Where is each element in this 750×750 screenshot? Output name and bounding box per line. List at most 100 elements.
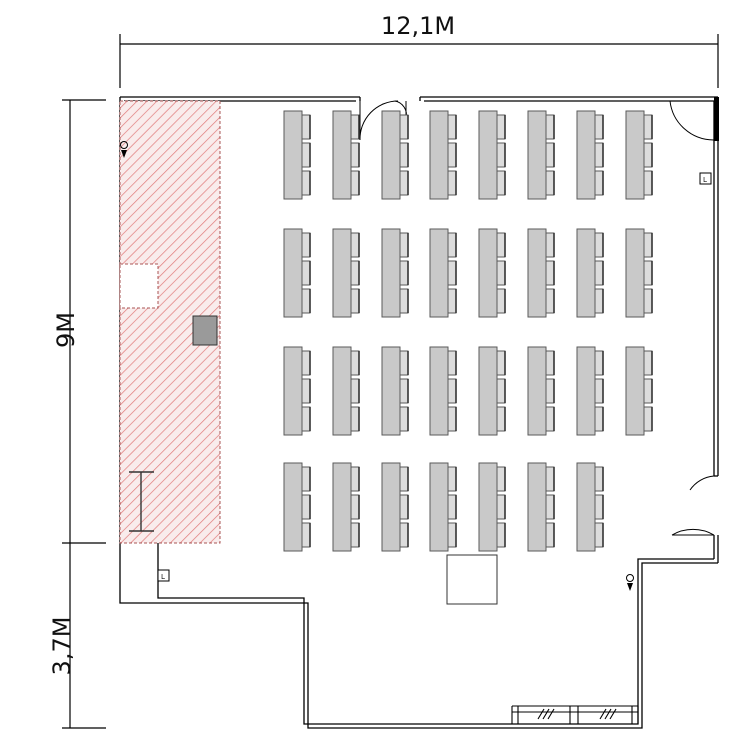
width-dimension-label: 12,1M [380,12,456,40]
desk-block [429,228,457,318]
chair [350,288,360,314]
chair [350,114,360,140]
chair [350,406,360,432]
chair [301,494,311,520]
desk-block [429,346,457,436]
desk-block [576,110,604,200]
chair [545,170,555,196]
chair [496,378,506,404]
chair [447,406,457,432]
chair [350,142,360,168]
speaker-icon [120,141,128,158]
chair [594,522,604,548]
desk-block [527,462,555,552]
chair [301,260,311,286]
chair [594,406,604,432]
chair [594,288,604,314]
chair [301,350,311,376]
desk-block [625,110,653,200]
chair [301,466,311,492]
chair [643,260,653,286]
desk-block [283,110,311,200]
height-dimension-label: 9M [52,312,80,348]
chair [399,466,409,492]
chair [350,522,360,548]
chair [301,170,311,196]
screen-stand [129,471,154,532]
chair [350,232,360,258]
chair [594,170,604,196]
chair [496,466,506,492]
chair [545,260,555,286]
desk-block [381,228,409,318]
chair [350,494,360,520]
desk-block [332,346,360,436]
desk-block [381,462,409,552]
chair [496,494,506,520]
chair [447,350,457,376]
dimension-lines [62,34,719,729]
chair [545,288,555,314]
chair [447,288,457,314]
chair [643,232,653,258]
chair [496,406,506,432]
chair [399,114,409,140]
desk-block [527,346,555,436]
chair [399,350,409,376]
chair [545,494,555,520]
chair [301,114,311,140]
chair [301,142,311,168]
desk-block [283,228,311,318]
chair [301,232,311,258]
chair [496,522,506,548]
desk-block [576,228,604,318]
chair [350,350,360,376]
chair [545,466,555,492]
desk-block [429,110,457,200]
chair [399,406,409,432]
chair [447,232,457,258]
chair [399,142,409,168]
chair [447,522,457,548]
chair [447,114,457,140]
chair [496,288,506,314]
chair [350,378,360,404]
chair [643,406,653,432]
speaker-icon [626,574,634,591]
chair [594,114,604,140]
desk-block [332,110,360,200]
chair [496,170,506,196]
chair [545,350,555,376]
lower-height-dimension-label: 3,7M [48,616,76,676]
chair [447,378,457,404]
chair [496,142,506,168]
chair [447,494,457,520]
desk-block [527,228,555,318]
chair [447,170,457,196]
chair [399,378,409,404]
chair [496,114,506,140]
desk-block [283,462,311,552]
chair [399,288,409,314]
desk-block [625,346,653,436]
chair [594,350,604,376]
chair [399,170,409,196]
desk-block [576,462,604,552]
chair [643,378,653,404]
chair [643,114,653,140]
chair [594,142,604,168]
desk-grid [283,110,653,552]
outlet-marker-right: L [699,172,712,185]
outlet-marker-left: L [157,569,170,582]
desk-block [478,346,506,436]
chair [447,142,457,168]
desk-block [478,110,506,200]
desk-block [332,228,360,318]
chair [399,232,409,258]
desk-block [332,462,360,552]
chair [594,260,604,286]
chair [496,260,506,286]
chair [545,142,555,168]
chair [545,378,555,404]
